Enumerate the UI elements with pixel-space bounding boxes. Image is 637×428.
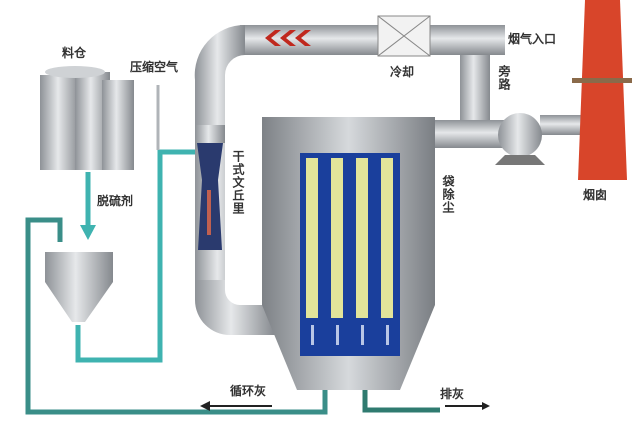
cooler xyxy=(377,15,431,57)
silo xyxy=(40,66,134,170)
venturi xyxy=(195,125,225,250)
flow-arrows xyxy=(265,30,311,46)
desulfurizer-label: 脱硫剂 xyxy=(97,194,134,208)
cooling-label: 冷却 xyxy=(390,65,415,79)
mixing-hopper xyxy=(45,252,113,322)
bag-filter-label: 袋除尘 xyxy=(441,175,455,214)
recycled-ash-label: 循环灰 xyxy=(230,384,267,398)
fan xyxy=(495,113,545,165)
dry-venturi-label: 干式文丘里 xyxy=(231,150,245,215)
desulfurizer-feed-line xyxy=(75,149,198,363)
flue-gas-inlet-label: 烟气入口 xyxy=(508,32,557,46)
chimney xyxy=(578,0,627,180)
ash-arrows xyxy=(200,401,490,411)
chimney-label: 烟囱 xyxy=(583,188,608,202)
compressed-air-label: 压缩空气 xyxy=(130,60,179,74)
silo-label: 料仓 xyxy=(62,46,87,60)
bypass-label: 旁路 xyxy=(497,65,511,91)
bag-filter xyxy=(262,117,435,390)
ash-discharge-label: 排灰 xyxy=(440,387,465,401)
recycle-ash-line xyxy=(25,217,440,415)
